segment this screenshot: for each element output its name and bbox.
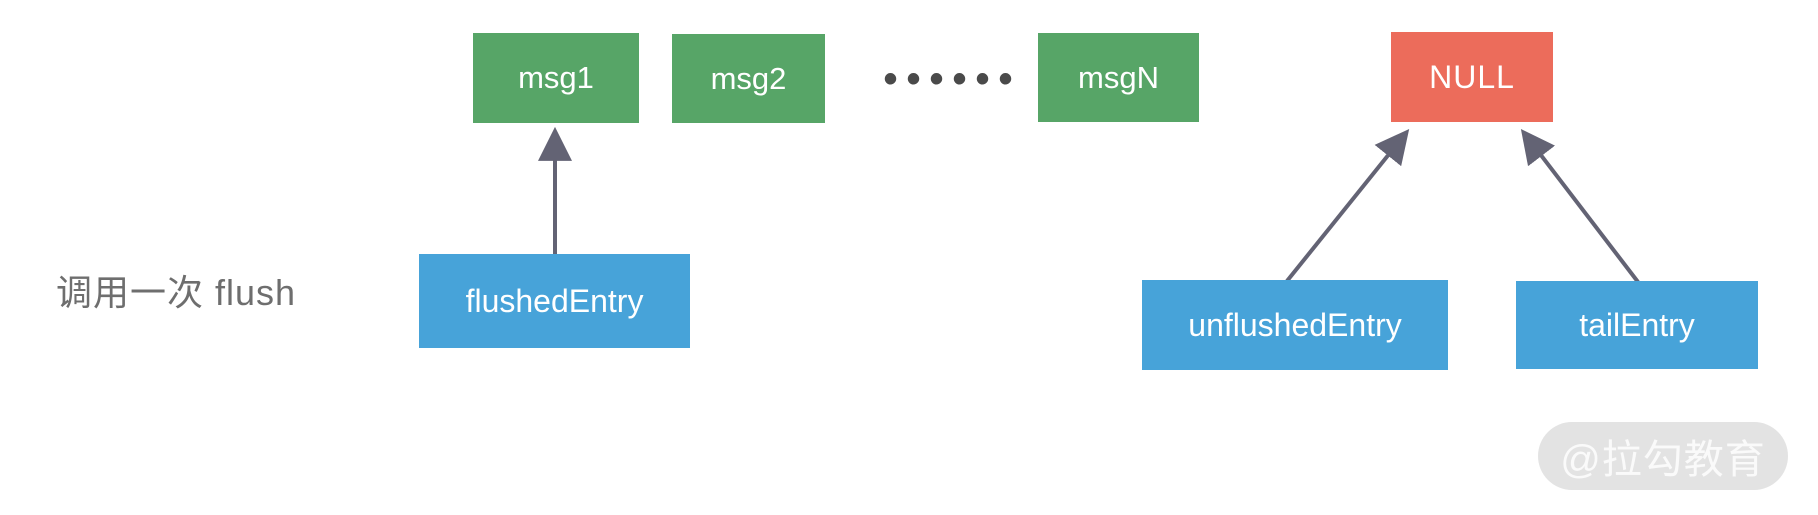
node-unflushed-entry: unflushedEntry	[1142, 280, 1448, 370]
node-tail-entry: tailEntry	[1516, 281, 1758, 369]
ellipsis-dots-icon: ••••••	[883, 56, 1022, 101]
node-null: NULL	[1391, 32, 1553, 122]
node-msgN: msgN	[1038, 33, 1199, 122]
watermark-badge: @拉勾教育	[1538, 422, 1788, 490]
node-flushed-entry: flushedEntry	[419, 254, 690, 348]
arrow-unflushedentry-to-null	[1285, 129, 1410, 283]
node-msg1: msg1	[473, 33, 639, 123]
node-msg2: msg2	[672, 34, 825, 123]
diagram-caption: 调用一次 flush	[56, 272, 297, 313]
arrow-tailentry-to-null	[1520, 128, 1640, 284]
